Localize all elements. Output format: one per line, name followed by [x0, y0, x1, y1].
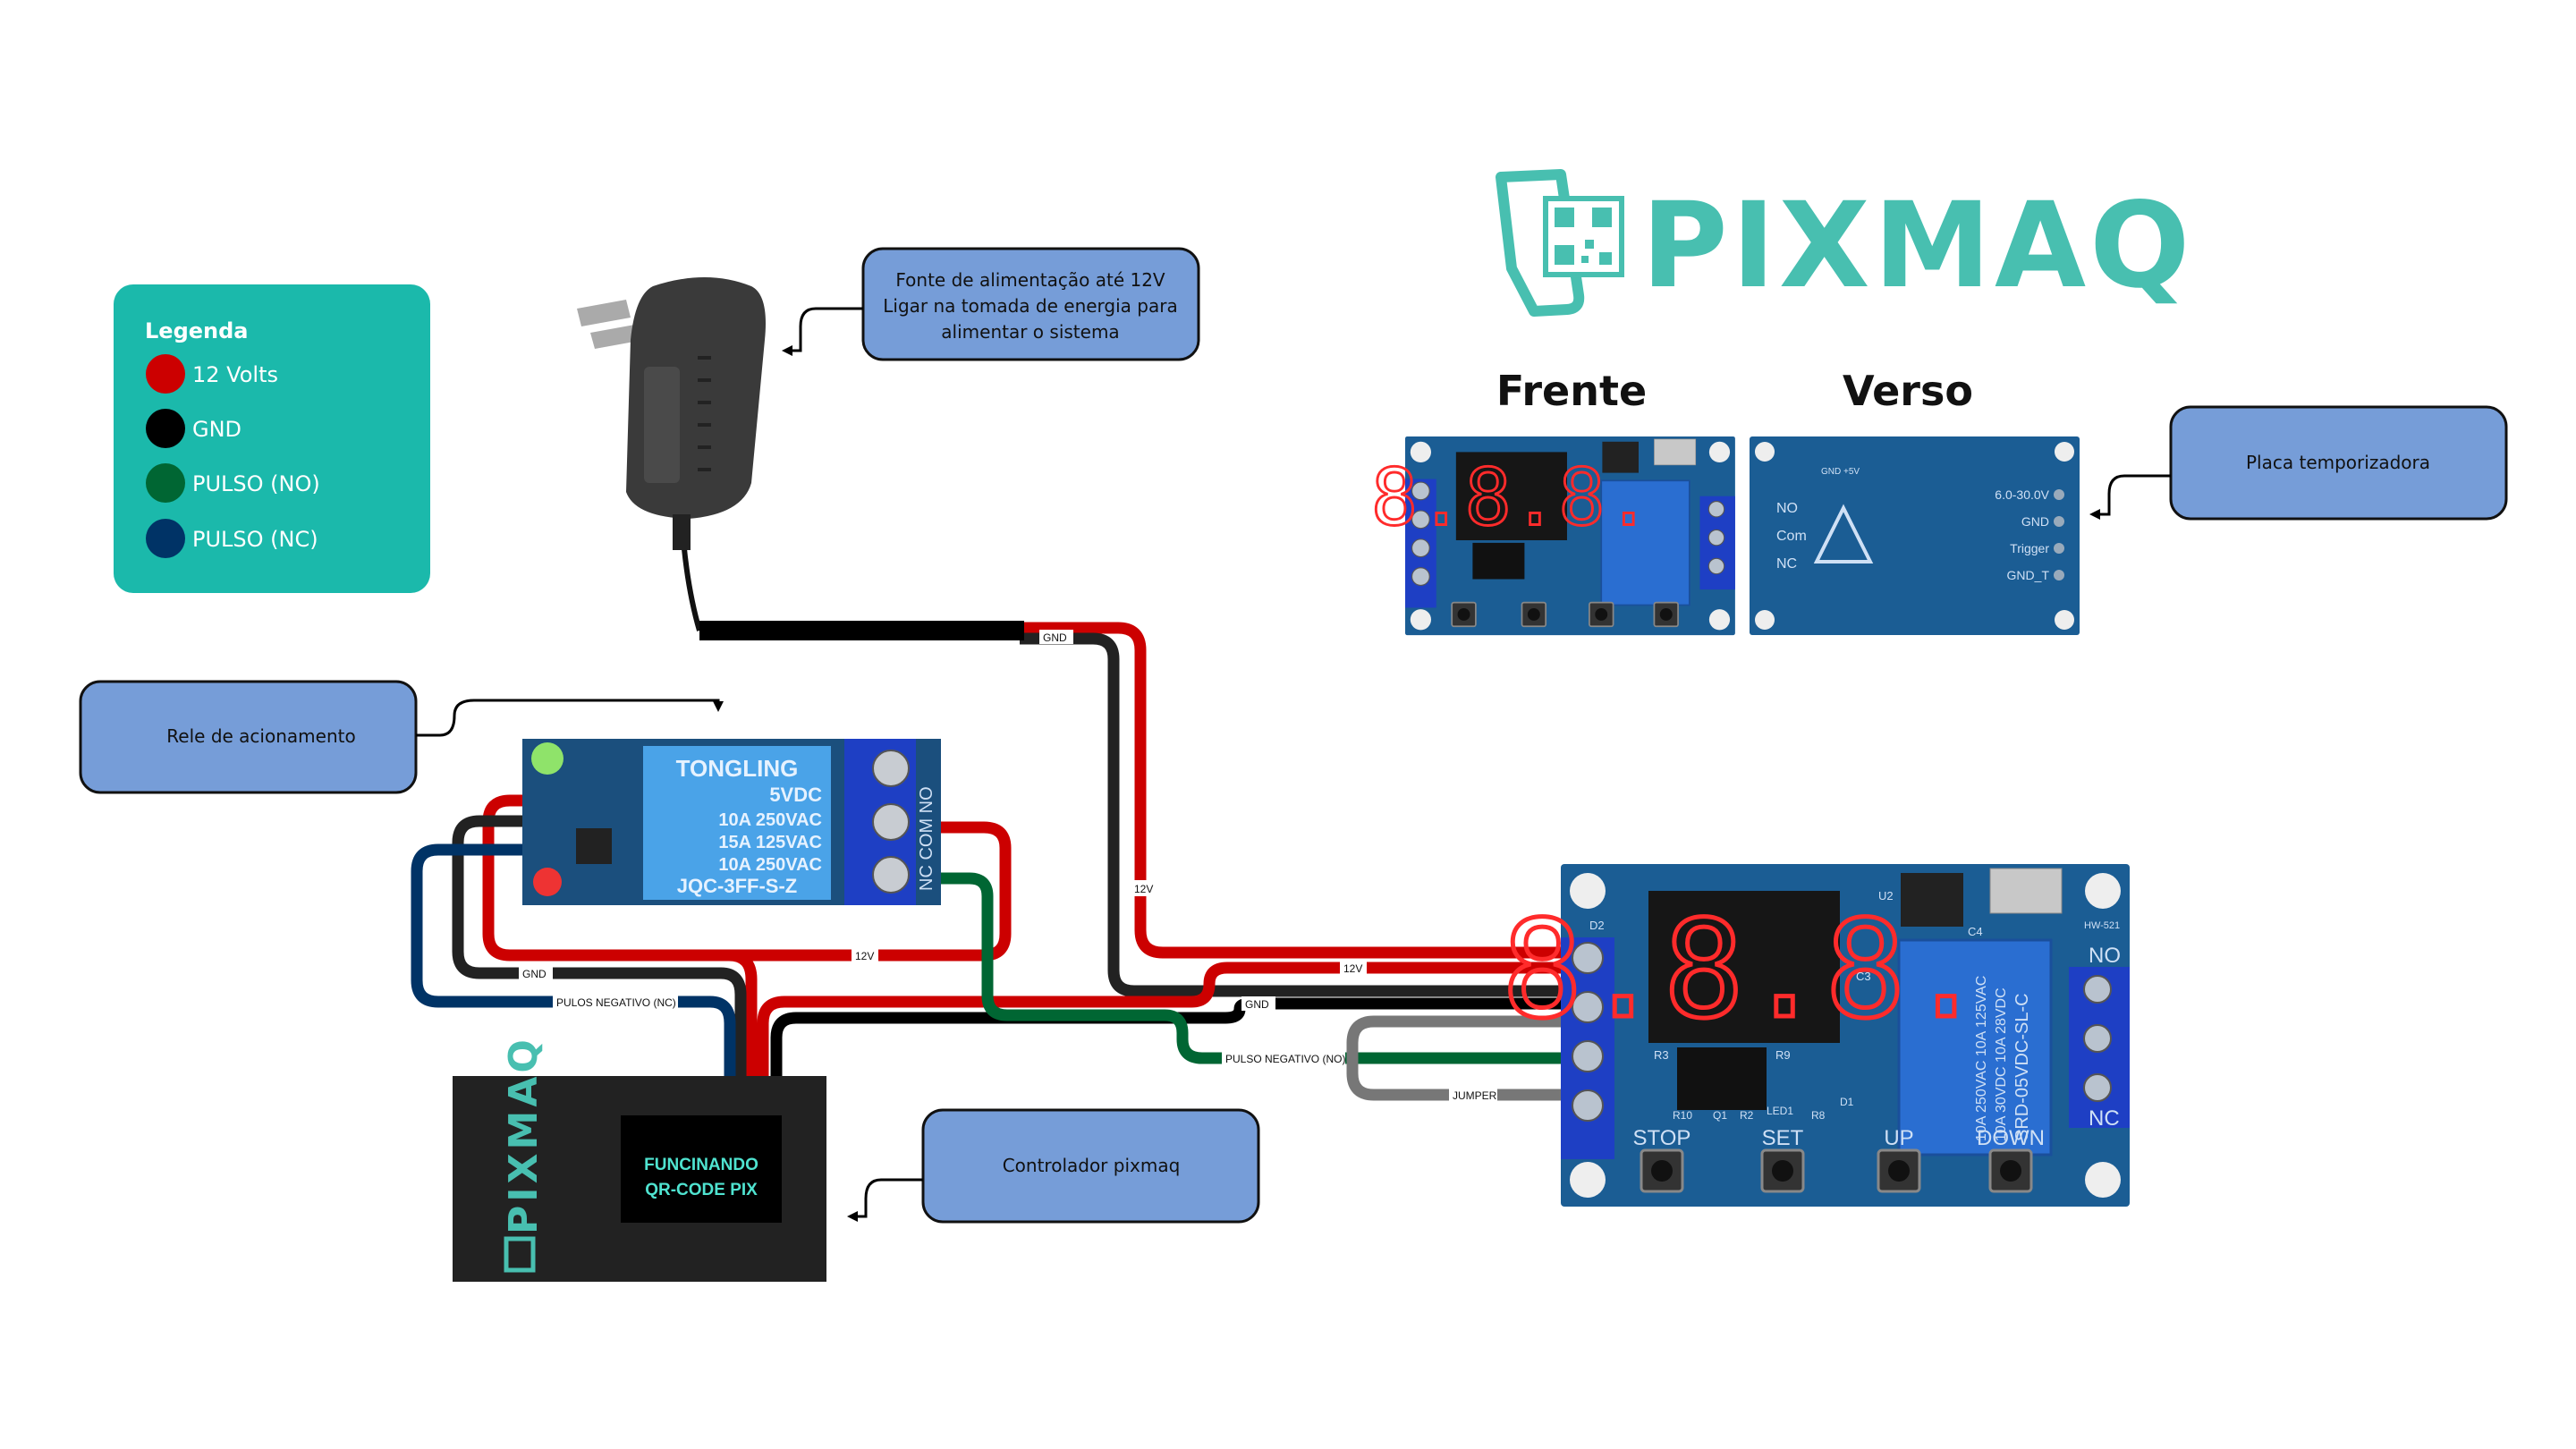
silk-r8: R8	[1811, 1109, 1826, 1122]
silk-d2: D2	[1589, 919, 1605, 932]
callout-timer-board: Placa temporizadora	[2089, 405, 2508, 521]
silk-r10: R10	[1673, 1109, 1692, 1122]
silk-c3: C3	[1856, 970, 1871, 983]
label-relay-12v: 12V	[855, 950, 874, 962]
silk-q1: Q1	[1713, 1109, 1727, 1122]
back-pin-gnd: GND	[2021, 514, 2049, 529]
relay-brand: TONGLING	[676, 755, 799, 782]
seven-segment-display: 8.8.8.	[1502, 893, 1987, 1048]
callout-power-line1: Fonte de alimentação até 12V	[895, 269, 1165, 291]
power-adapter-image	[577, 277, 766, 550]
label-pulse-nc: PULOS NEGATIVO (NC)	[556, 996, 676, 1009]
legend-label-12v: 12 Volts	[192, 362, 278, 387]
callout-arrow	[416, 699, 724, 737]
silk-d1: D1	[1840, 1096, 1854, 1108]
callout-timer-text: Placa temporizadora	[2246, 452, 2430, 473]
relay-line-4: 10A 250VAC	[718, 855, 822, 875]
back-top-label: GND +5V	[1821, 467, 1860, 477]
pixmaq-controller: PIXMAQ FUNCINANDO QR-CODE PIX	[453, 1036, 826, 1282]
timer-relay-text-2: 10A 30VDC 10A 28VDC	[1994, 987, 2009, 1141]
timer-board-back-image: GND +5V NO Com NC 6.0-30.0V GND Trigger …	[1750, 436, 2080, 635]
silk-u2: U2	[1878, 889, 1894, 902]
legend-label-gnd: GND	[192, 417, 242, 442]
legend-title: Legenda	[145, 318, 249, 343]
relay-terminal-labels: NC COM NO	[917, 786, 936, 891]
callout-relay: Rele de acionamento	[79, 680, 724, 794]
silk-r3: R3	[1654, 1048, 1669, 1062]
callout-controller: Controlador pixmaq	[847, 1108, 1260, 1224]
back-pin-vin: 6.0-30.0V	[1995, 487, 2049, 502]
callout-relay-text: Rele de acionamento	[166, 725, 355, 747]
label-power-12v: 12V	[1134, 883, 1153, 895]
qr-code-phone-icon	[1496, 169, 1624, 317]
timer-relay-text-3: SRD-05VDC-SL-C	[2012, 993, 2032, 1141]
brand-name: PIXMAQ	[1641, 177, 2193, 315]
back-title: Verso	[1843, 367, 1973, 415]
timer-model: HW-521	[2084, 920, 2120, 931]
legend-swatch-gnd	[146, 409, 185, 448]
callout-arrow	[847, 1178, 923, 1222]
silk-r9: R9	[1775, 1048, 1791, 1062]
legend-label-pulse-nc: PULSO (NC)	[192, 527, 318, 552]
back-pin-trigger: Trigger	[2010, 541, 2049, 555]
legend-label-pulse-no: PULSO (NO)	[192, 471, 320, 496]
timer-output-nc: NC	[2089, 1106, 2120, 1131]
label-timer-12v: 12V	[1343, 962, 1362, 975]
label-relay-gnd: GND	[522, 968, 547, 980]
back-label-com: Com	[1776, 529, 1807, 544]
controller-screen	[621, 1115, 782, 1223]
back-pin-gnd-t: GND_T	[2007, 568, 2050, 582]
timer-output-no: NO	[2089, 944, 2121, 968]
controller-screen-line1: FUNCINANDO	[644, 1156, 758, 1174]
controller-brand: PIXMAQ	[501, 1036, 547, 1234]
relay-module-image: TONGLING 5VDC 10A 250VAC 15A 125VAC 10A …	[522, 739, 941, 905]
label-timer-gnd: GND	[1245, 998, 1269, 1011]
pixmaq-logo: PIXMAQ	[1496, 169, 2193, 317]
controller-screen-line2: QR-CODE PIX	[645, 1181, 758, 1199]
wire-timer-12v	[757, 962, 1561, 1077]
legend-swatch-pulse-no	[146, 463, 185, 503]
wire-pulse-no	[930, 872, 1561, 1064]
back-label-no: NO	[1776, 501, 1798, 516]
wire-jumper	[1346, 1015, 1561, 1101]
label-power-gnd: GND	[1043, 631, 1067, 644]
seven-segment-display-small: 8.8.8.	[1371, 453, 1652, 544]
timer-board-image: 8.8.8. HW-521 10A 250VAC 10A 125VAC 10A …	[1500, 862, 2131, 1208]
relay-model: JQC-3FF-S-Z	[677, 875, 797, 897]
timer-button-up: UP	[1884, 1126, 1913, 1150]
wire-relay-12v-to-controller	[728, 949, 758, 1077]
callout-controller-text: Controlador pixmaq	[1003, 1155, 1181, 1176]
timer-board-front-image: 8.8.8.	[1369, 436, 1736, 637]
timer-button-set: SET	[1762, 1126, 1804, 1150]
silk-led1: LED1	[1767, 1105, 1793, 1117]
back-label-nc: NC	[1776, 556, 1797, 572]
legend-swatch-12v	[146, 354, 185, 394]
legend: Legenda 12 Volts GND PULSO (NO) PULSO (N…	[114, 284, 430, 593]
callout-power-supply: Fonte de alimentação até 12V Ligar na to…	[782, 247, 1200, 361]
relay-line-2: 10A 250VAC	[718, 810, 822, 830]
relay-line-1: 5VDC	[769, 784, 822, 806]
timer-relay-text-1: 10A 250VAC 10A 125VAC	[1974, 976, 1989, 1141]
wire-relay-gnd	[452, 815, 747, 1077]
callout-power-line3: alimentar o sistema	[941, 321, 1119, 343]
timer-button-stop: STOP	[1633, 1126, 1691, 1150]
relay-line-3: 15A 125VAC	[718, 833, 822, 852]
wire-power-gnd	[1020, 632, 1561, 997]
label-jumper: JUMPER	[1453, 1089, 1497, 1102]
wire-pulse-nc	[411, 843, 736, 1077]
silk-r2: R2	[1740, 1109, 1754, 1122]
front-title: Frente	[1496, 367, 1647, 415]
callout-arrow	[2089, 474, 2171, 520]
silk-c4: C4	[1968, 925, 1983, 938]
qr-code-phone-icon	[504, 1236, 536, 1273]
legend-swatch-pulse-nc	[146, 519, 185, 558]
wire-labels: GND 12V 12V GND PULOS NEGATIVO (NC) 12V …	[519, 630, 1497, 1102]
timer-button-down: DOWN	[1977, 1126, 2045, 1150]
callout-arrow	[782, 307, 863, 356]
label-pulse-no: PULSO NEGATIVO (NO)	[1225, 1053, 1345, 1065]
wire-power-12v	[1020, 622, 1561, 959]
callout-power-line2: Ligar na tomada de energia para	[883, 295, 1177, 317]
